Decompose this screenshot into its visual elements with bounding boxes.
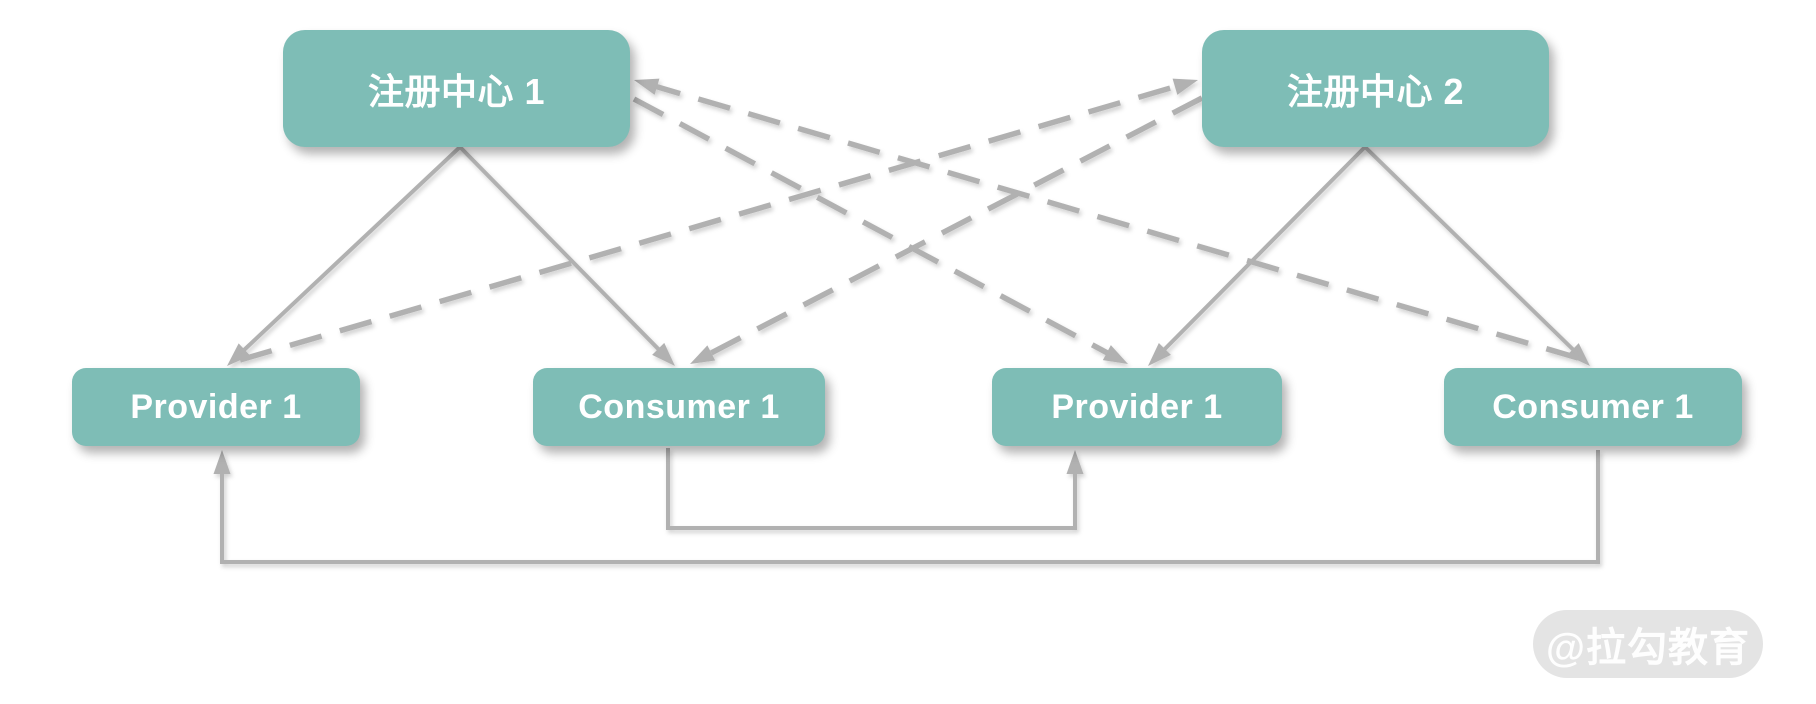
edge-registry2-to-consumer1-left <box>705 95 1204 358</box>
edge-provider1-left-to-registry2 <box>239 82 1181 363</box>
node-provider-1-right-label: Provider 1 <box>1051 387 1223 426</box>
edge-registry2-to-provider1-right <box>1159 145 1367 354</box>
edge-consumer1-right-to-provider1-left <box>220 450 1600 564</box>
edge-consumer1-right-to-registry1 <box>651 82 1579 361</box>
edge-registry1-to-provider1-right <box>632 96 1113 358</box>
registry2-to-consumer1-left-arrowhead <box>690 345 716 364</box>
node-provider-1-right: Provider 1 <box>992 368 1282 446</box>
edge-registry1-to-consumer1-left <box>458 145 664 354</box>
node-provider-1-left-label: Provider 1 <box>130 387 302 426</box>
consumer1-right-to-registry1-arrowhead <box>634 78 660 95</box>
node-registry-2-label: 注册中心 2 <box>1286 70 1465 112</box>
edge-registry1-to-provider1-left <box>239 145 462 355</box>
edge-registry2-to-consumer1-right <box>1363 145 1578 355</box>
node-registry-2: 注册中心 2 <box>1202 30 1549 147</box>
watermark-badge: @拉勾教育 <box>1533 610 1763 678</box>
node-consumer-1-right: Consumer 1 <box>1444 368 1742 446</box>
registry1-to-provider1-left-arrowhead <box>227 343 251 366</box>
node-consumer-1-right-label: Consumer 1 <box>1492 387 1694 426</box>
registry1-to-consumer1-left-arrowhead <box>652 342 675 366</box>
registry2-to-consumer1-right-arrowhead <box>1566 343 1590 366</box>
edge-consumer1-left-to-provider1-right <box>666 448 1077 530</box>
registry1-to-provider1-right-arrowhead <box>1102 345 1128 364</box>
edge-group <box>213 78 1600 564</box>
consumer1-left-to-provider1-right-arrowhead <box>1066 450 1084 474</box>
node-registry-1-label: 注册中心 1 <box>367 70 546 112</box>
provider1-left-to-registry2-arrowhead <box>1172 78 1198 95</box>
node-consumer-1-left: Consumer 1 <box>533 368 825 446</box>
node-registry-1: 注册中心 1 <box>283 30 630 147</box>
node-consumer-1-left-label: Consumer 1 <box>578 387 780 426</box>
watermark-label: @拉勾教育 <box>1545 626 1750 670</box>
node-provider-1-left: Provider 1 <box>72 368 360 446</box>
consumer1-right-to-provider1-left-arrowhead <box>213 450 231 474</box>
registry2-to-provider1-right-arrowhead <box>1148 342 1171 366</box>
